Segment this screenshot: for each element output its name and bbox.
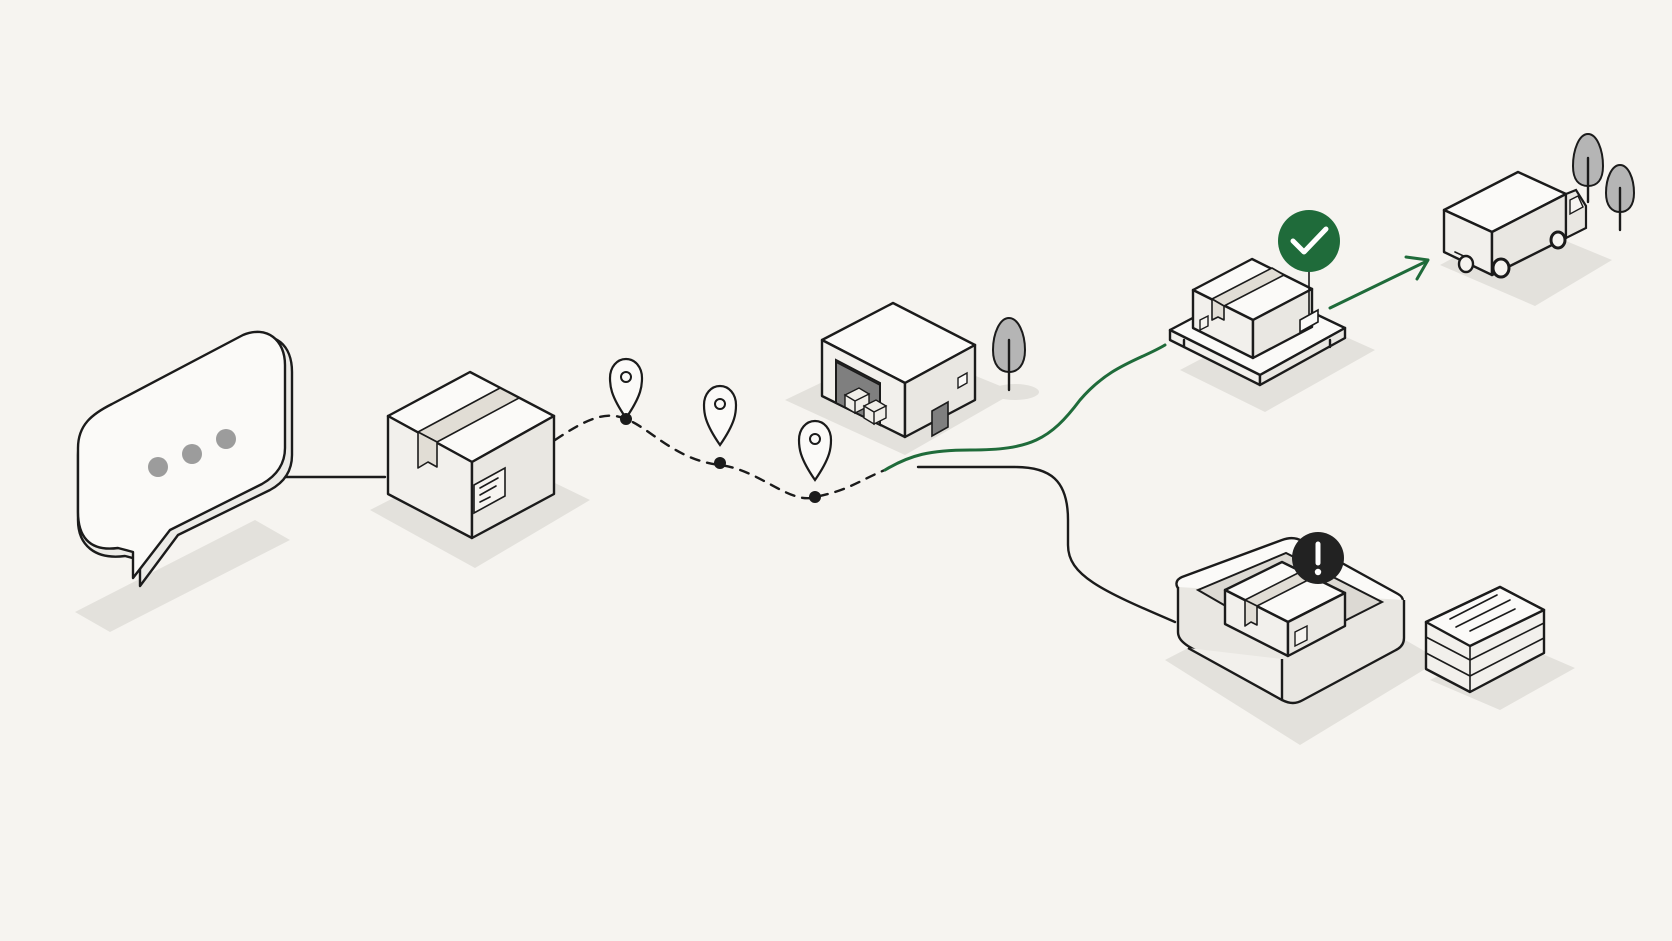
package-box-icon [370,370,590,568]
document-stack-icon [1424,585,1575,710]
typing-dot [182,444,202,464]
speech-bubble-icon [75,330,294,632]
alert-badge-icon [1292,532,1344,584]
success-arrowhead [1404,255,1430,281]
location-pin-icon [608,357,644,425]
tree-icon [1604,163,1636,232]
check-badge-icon [1278,210,1340,272]
package-in-tray-icon [1165,532,1440,745]
tree-icon [991,316,1039,400]
success-arrow [1328,260,1427,310]
tree-icon [1571,132,1605,204]
shipping-label-icon [473,466,506,515]
package-on-scale-icon [1168,210,1375,412]
warehouse-icon [785,301,1015,455]
scale-display [1299,308,1319,334]
transit-dashed-path [553,414,887,500]
exception-path [916,465,1177,624]
location-pin-icon [797,419,833,503]
success-path [883,343,1167,472]
typing-dot [148,457,168,477]
typing-dot [216,429,236,449]
delivery-truck-icon [1440,170,1612,306]
location-pin-icon [702,384,738,469]
